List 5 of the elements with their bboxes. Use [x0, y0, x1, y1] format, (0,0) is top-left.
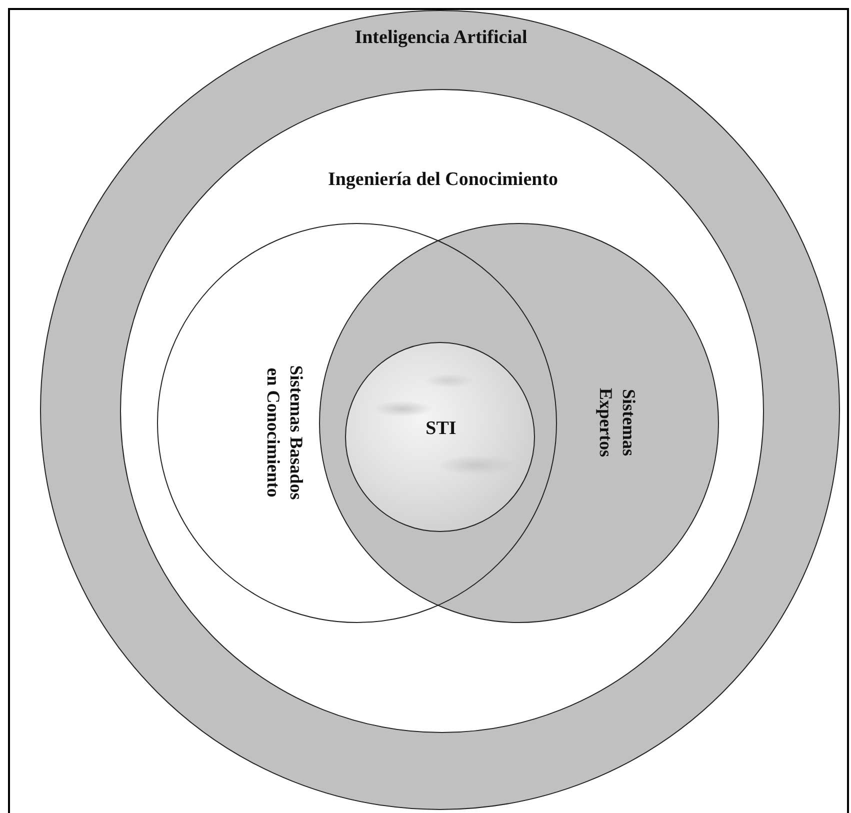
- circle-label: Ingeniería del Conocimiento: [326, 168, 560, 192]
- circle-label: Sistemas Basados en Conocimiento: [263, 364, 308, 502]
- circle-label: STI: [424, 417, 458, 441]
- circle-label: Sistemas Expertos: [595, 387, 640, 459]
- circle-label: Inteligencia Artificial: [354, 26, 528, 50]
